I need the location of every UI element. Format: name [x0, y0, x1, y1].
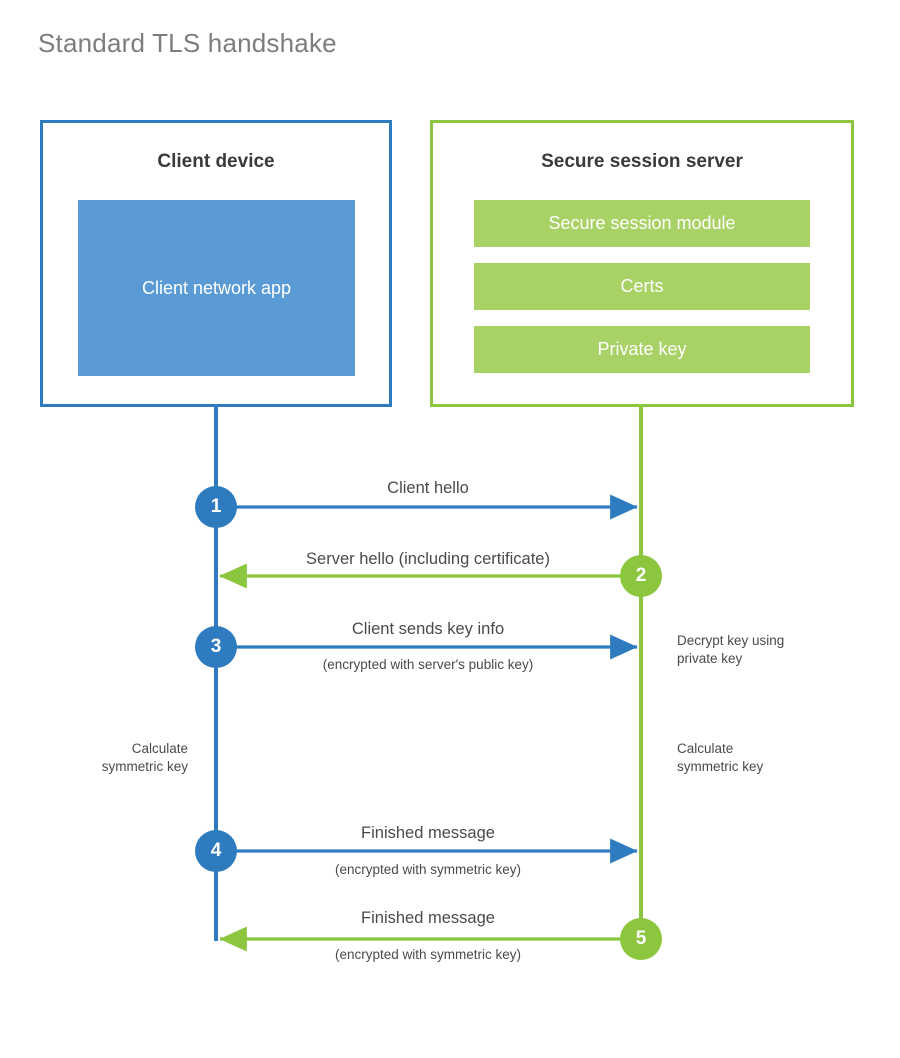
page-title: Standard TLS handshake: [38, 28, 337, 58]
message-label-4: Finished message: [361, 824, 495, 842]
client-calc-line2: symmetric key: [101, 758, 188, 774]
message-sublabel-4: (encrypted with symmetric key): [334, 862, 522, 877]
secure-session-server-panel: Secure session server Secure session mod…: [430, 120, 854, 407]
client-network-app-label: Client network app: [141, 277, 292, 298]
message-label-5: Finished message: [361, 909, 495, 927]
server-calculate-symmetric-key-note: Calculate symmetric key: [677, 740, 867, 776]
message-label-3: Client sends key info: [351, 620, 505, 638]
secure-session-server-title: Secure session server: [541, 151, 743, 172]
step-number-3: 3: [210, 636, 222, 657]
step-marker-1[interactable]: 1: [195, 486, 237, 528]
private-key-label: Private key: [597, 339, 687, 360]
client-device-panel: Client device Client network app: [40, 120, 392, 407]
private-key-block: Private key: [474, 326, 810, 373]
certs-block: Certs: [474, 263, 810, 310]
step-number-5: 5: [635, 928, 647, 949]
server-calc-line2: symmetric key: [677, 758, 764, 774]
message-label-1: Client hello: [387, 479, 469, 497]
decrypt-key-note-line2: private key: [677, 650, 743, 666]
message-sublabel-3: (encrypted with server's public key): [322, 657, 534, 672]
step-number-1: 1: [210, 496, 222, 517]
secure-session-module-block: Secure session module: [474, 200, 810, 247]
client-calc-line1: Calculate: [131, 741, 188, 756]
client-network-app-block: Client network app: [78, 200, 355, 376]
server-calc-line1: Calculate: [677, 741, 734, 756]
message-label-2: Server hello (including certificate): [306, 550, 550, 568]
step-number-2: 2: [635, 565, 647, 586]
certs-label: Certs: [620, 276, 664, 297]
message-sublabel-5: (encrypted with symmetric key): [334, 947, 522, 962]
step-marker-2[interactable]: 2: [620, 555, 662, 597]
step-marker-4[interactable]: 4: [195, 830, 237, 872]
client-device-title: Client device: [157, 151, 275, 172]
step-marker-3[interactable]: 3: [195, 626, 237, 668]
secure-session-module-label: Secure session module: [548, 213, 736, 234]
decrypt-key-note: Decrypt key using private key: [677, 632, 867, 668]
client-calculate-symmetric-key-note: Calculate symmetric key: [40, 740, 188, 776]
decrypt-key-note-line1: Decrypt key using: [677, 633, 785, 648]
step-marker-5[interactable]: 5: [620, 918, 662, 960]
step-number-4: 4: [210, 840, 222, 861]
